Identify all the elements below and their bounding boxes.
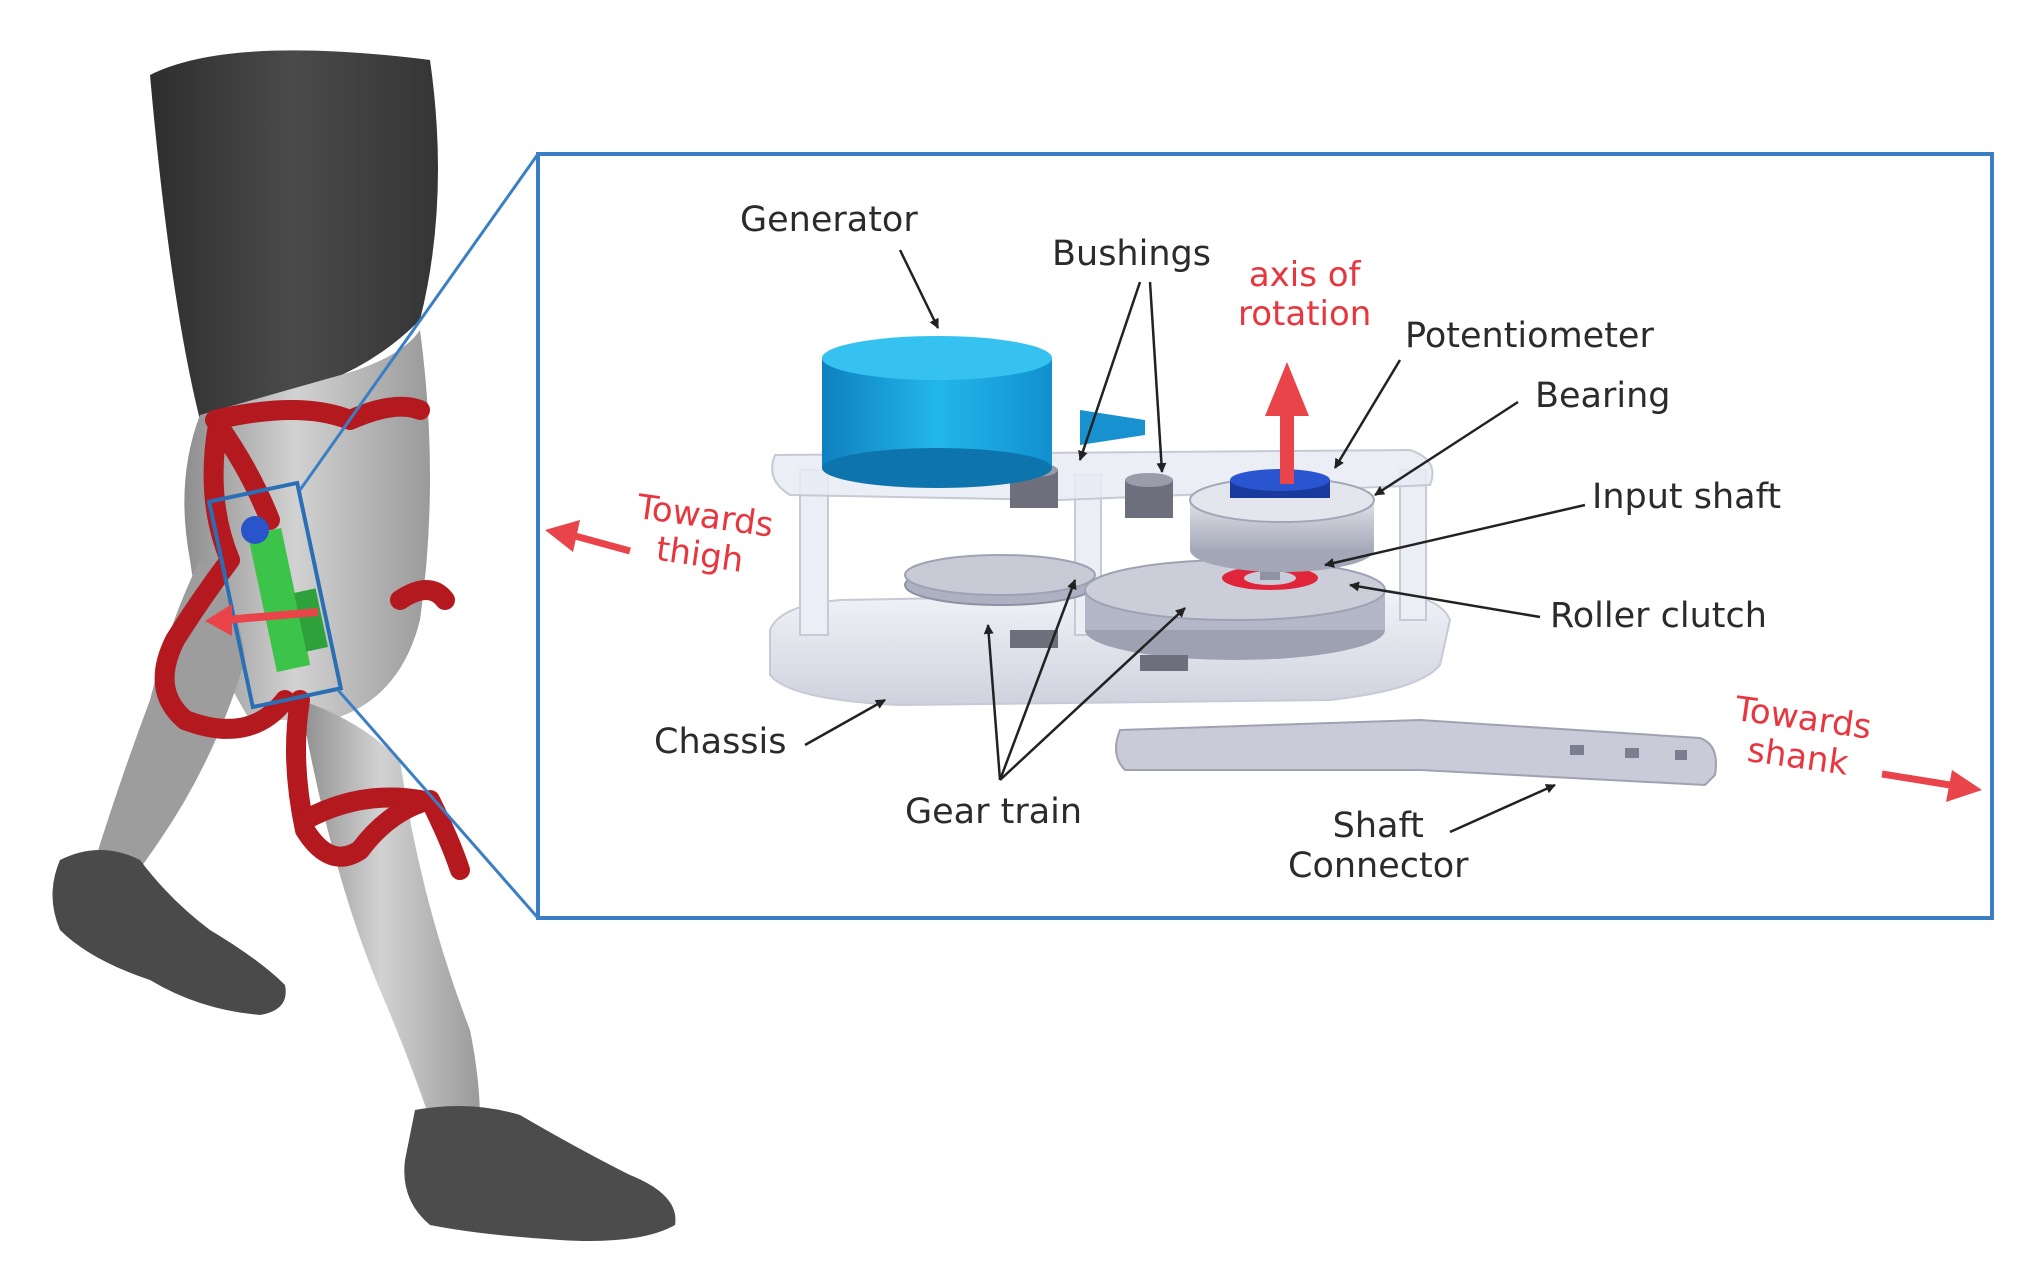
leader-lines <box>804 249 1586 834</box>
device-blue-knob <box>241 516 269 544</box>
connector-line-top <box>298 153 540 491</box>
back-shank <box>95 560 245 880</box>
label-shaft-line1: Shaft <box>1332 806 1424 846</box>
shaft-connector-bar <box>1115 718 1717 787</box>
gear-large <box>1084 559 1386 621</box>
leg-figure <box>52 50 676 1241</box>
label-shaft-line2: Connector <box>1288 846 1469 887</box>
mechanism <box>769 336 1717 787</box>
connector-line-bottom <box>336 689 540 919</box>
label-axis-line1: axis of <box>1248 255 1361 295</box>
label-bushings: Bushings <box>1052 234 1211 274</box>
device-green <box>247 527 311 673</box>
back-shoe <box>52 850 286 1015</box>
shorts <box>150 50 438 420</box>
label-generator: Generator <box>740 200 918 240</box>
label-chassis: Chassis <box>654 722 787 762</box>
label-input-shaft: Input shaft <box>1592 477 1782 517</box>
front-shoe <box>404 1106 676 1241</box>
label-axis-line2: rotation <box>1238 294 1372 335</box>
front-shank <box>300 700 480 1120</box>
label-bearing: Bearing <box>1535 376 1671 416</box>
knee-brace <box>154 396 470 880</box>
label-gear-train: Gear train <box>905 792 1083 832</box>
bushings <box>1010 463 1188 671</box>
axis-arrow <box>1280 412 1294 484</box>
generator-icon <box>822 336 1145 488</box>
direction-arrows <box>545 520 1982 802</box>
label-shaft-connector: Shaft Connector <box>1288 806 1469 887</box>
arrow-towards-thigh <box>545 520 631 555</box>
label-axis-of-rotation: axis of rotation <box>1238 255 1372 335</box>
label-roller-clutch: Roller clutch <box>1550 596 1767 636</box>
arrow-towards-shank <box>1881 770 1982 802</box>
label-potentiometer: Potentiometer <box>1405 316 1654 356</box>
leg-inset-box <box>206 480 344 710</box>
